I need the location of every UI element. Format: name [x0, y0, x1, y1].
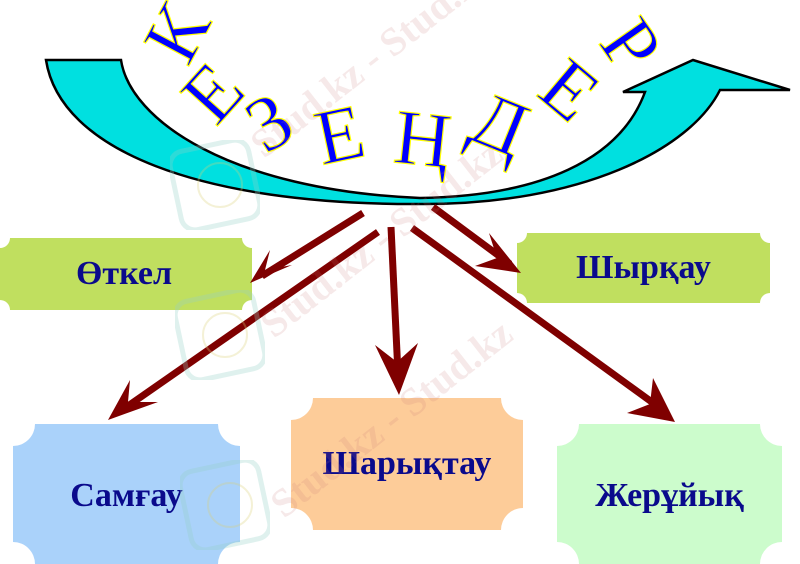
- stage-box-shyrkau: Шырқау: [517, 233, 770, 303]
- stage-box-zheruiyk: Жерұйық: [557, 424, 782, 564]
- stage-box-otkel: Өткел: [0, 238, 252, 310]
- stage-label: Шырқау: [576, 249, 711, 286]
- stage-label: Самғау: [70, 477, 183, 514]
- stage-label: Өткел: [75, 255, 173, 292]
- box-shape: [557, 424, 782, 564]
- box-shape: [0, 238, 252, 310]
- arrow-to-otkel: [260, 210, 365, 279]
- stage-box-sharyktau: Шарықтау: [291, 398, 523, 530]
- arrow-to-samgau: [123, 229, 380, 411]
- arrowhead-shyrkau: [475, 233, 521, 273]
- arrowhead-samgau: [108, 380, 158, 420]
- curved-arrow-shape: [44, 58, 791, 206]
- arrowhead-sharyktau: [375, 343, 418, 395]
- title-letter: Ң: [390, 92, 455, 184]
- stage-box-samgau: Самғау: [13, 424, 240, 564]
- arrow-to-sharyktau: [387, 226, 402, 375]
- arrow-to-zheruiyk: [409, 225, 663, 411]
- box-shape: [517, 233, 770, 303]
- stage-label: Шарықтау: [322, 445, 492, 482]
- box-shape: [13, 424, 240, 564]
- stage-label: Жерұйық: [595, 477, 744, 514]
- arrowhead-otkel: [250, 250, 292, 283]
- box-shape: [291, 398, 523, 530]
- arrowhead-zheruiyk: [627, 378, 675, 422]
